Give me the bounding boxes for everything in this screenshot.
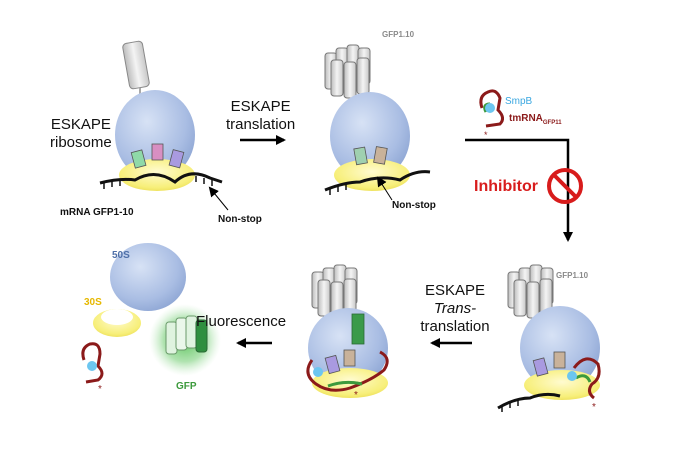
arrow-icon: [465, 138, 573, 242]
label-tmrna-sub: GFP11: [542, 120, 562, 126]
label-gfp: GFP: [176, 381, 197, 392]
label-eskape-trans-3: translation: [420, 318, 490, 335]
label-fluorescence: Fluorescence: [196, 313, 287, 330]
label-30s: 30S: [84, 297, 102, 308]
non-stop-pointer-1: [208, 186, 229, 211]
ribosome-5: *: [306, 264, 389, 401]
label-smpb: SmpB: [505, 96, 533, 107]
mrna-strand-icon: [497, 392, 561, 410]
label-tmrna-main: tmRNA: [509, 113, 543, 124]
nascent-cylinder-icon: [122, 40, 150, 90]
label-eskape-trans-2: Trans-: [433, 300, 477, 317]
tmrna-smpb-icon: *: [479, 89, 505, 140]
gfp-barrel-icon: [507, 264, 554, 319]
label-mrna: mRNA GFP1-10: [60, 207, 134, 218]
svg-text:*: *: [592, 402, 596, 413]
svg-text:*: *: [484, 130, 488, 140]
ribosome-50s-icon: [330, 92, 410, 180]
label-eskape-trans-1: ESKAPE: [425, 282, 486, 299]
no-symbol-icon: [547, 168, 583, 204]
gfp-glow-icon: [149, 304, 221, 376]
non-stop-pointer-2: [376, 176, 393, 201]
label-eskape-ribosome: ESKAPE ribosome: [50, 116, 112, 151]
subunit-50s-icon: [110, 243, 186, 311]
released-tmrna-icon: *: [81, 342, 104, 395]
label-gfp110-top: GFP1.10: [382, 30, 415, 39]
label-gfp110-right: GFP1.10: [556, 271, 589, 280]
label-inhibitor: Inhibitor: [474, 178, 538, 195]
label-tmrna: tmRNAGFP11: [509, 113, 562, 126]
subunit-30s-icon: [93, 309, 141, 337]
label-non-stop-1: Non-stop: [218, 214, 262, 225]
gfp-barrel-icon: [311, 264, 358, 319]
trna-icon: [353, 146, 388, 166]
label-eskape-translation: ESKAPE translation: [226, 98, 296, 133]
ribosome-1: [99, 40, 223, 191]
ribosome-4: *: [497, 264, 601, 413]
ribosome-2: [324, 44, 431, 195]
mrna-strand-icon: [99, 172, 223, 185]
svg-text:*: *: [354, 390, 358, 401]
svg-text:*: *: [98, 384, 102, 395]
label-non-stop-2: Non-stop: [392, 200, 436, 211]
label-50s: 50S: [112, 250, 130, 261]
gfp-barrel-icon: [324, 44, 371, 99]
ribosome-30s-icon: [524, 370, 600, 400]
